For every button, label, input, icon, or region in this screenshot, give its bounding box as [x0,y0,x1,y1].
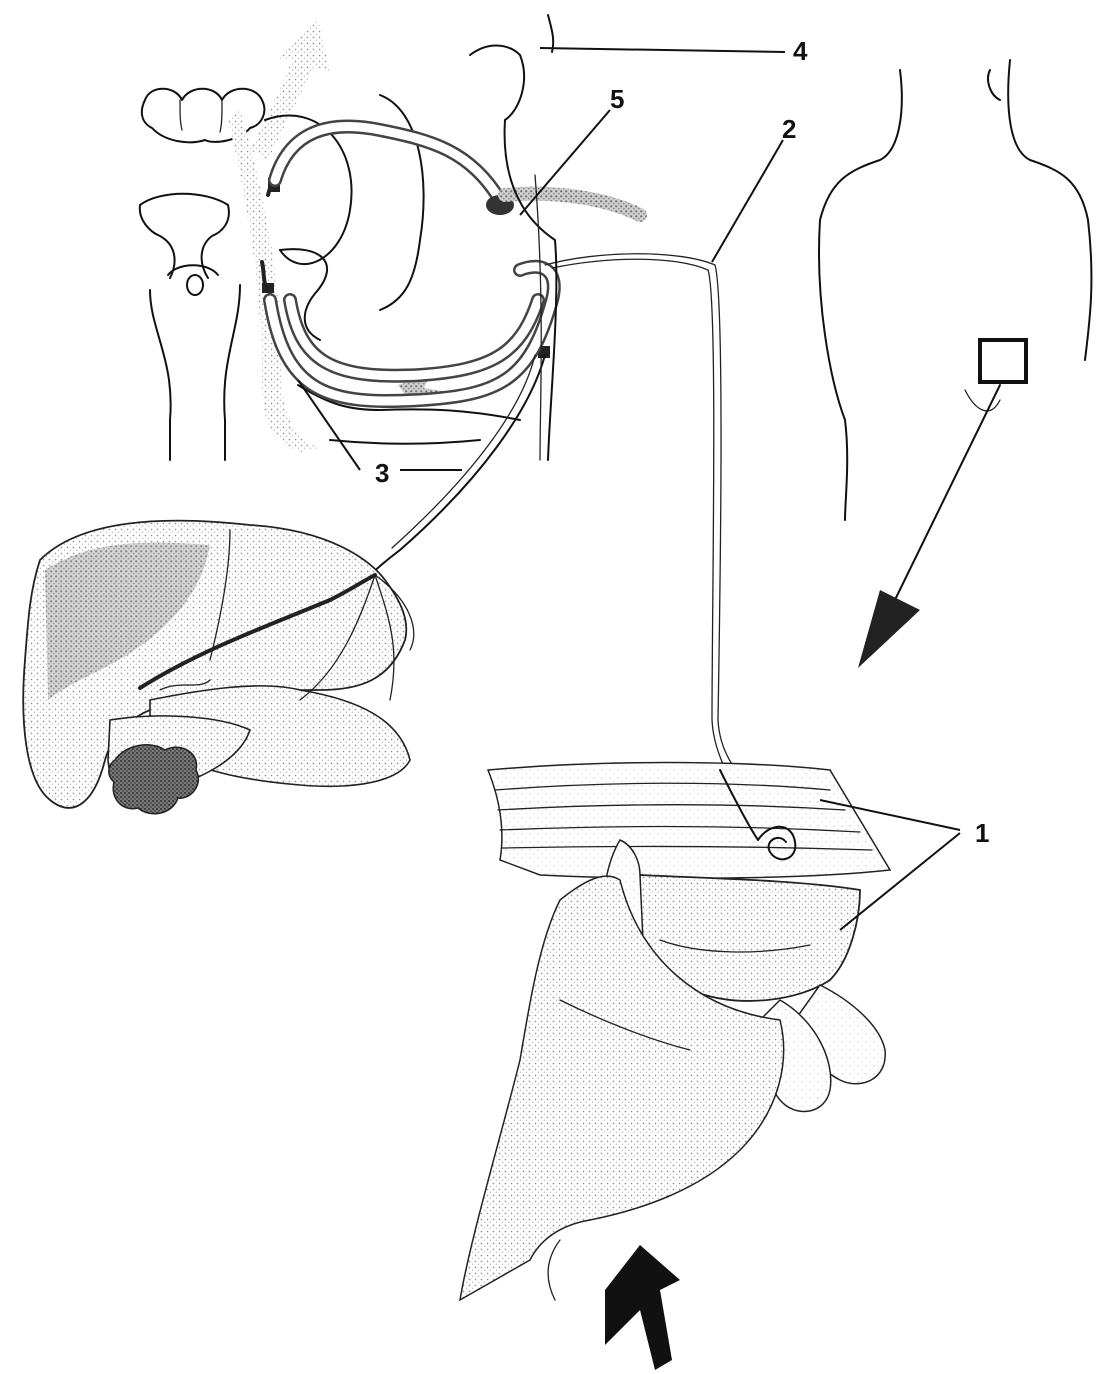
label-1: 1 [975,818,989,848]
label-2: 2 [782,114,796,144]
dark-mass [109,745,199,814]
marked-area-box [980,340,1026,382]
upward-arrow-bottom [605,1245,680,1370]
label-4: 4 [793,36,808,66]
label-3: 3 [375,458,389,488]
liver [23,521,413,814]
label-5: 5 [610,84,624,114]
torso-outline [819,60,1091,668]
upward-arrow-top [250,20,330,160]
skin-fold-and-hand [460,763,890,1371]
pointing-arrow-icon [858,590,920,668]
